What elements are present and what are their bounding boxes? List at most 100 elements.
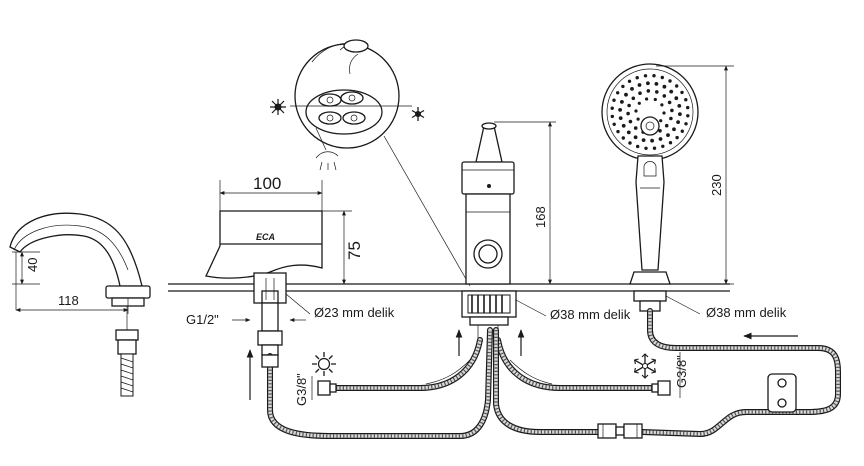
- shower-nozzle: [686, 114, 690, 118]
- shower-nozzle: [664, 123, 669, 128]
- shower-nozzle: [630, 87, 634, 91]
- shower-nozzle: [680, 129, 684, 133]
- shower-nozzle: [661, 144, 665, 148]
- countertop: [168, 283, 730, 292]
- shower-nozzles: [610, 74, 690, 150]
- shower-nozzle: [652, 146, 657, 150]
- hot-inlet: G3/8": [294, 352, 337, 406]
- shower-nozzle: [631, 96, 636, 101]
- cold-thread-label: G3/8": [674, 355, 689, 388]
- shower-hole-label: Ø38 mm delik: [706, 305, 787, 320]
- shower-nozzle: [662, 111, 666, 115]
- shower-nozzle: [670, 108, 674, 113]
- shower-nozzle: [626, 111, 630, 116]
- shower-nozzle: [635, 76, 639, 80]
- shower-nozzle: [633, 126, 638, 130]
- shower-nozzle: [626, 130, 631, 135]
- spout-thread-label: G1/2": [186, 312, 219, 327]
- shower-nozzle: [678, 112, 682, 116]
- shower-nozzle: [659, 119, 663, 123]
- hose-coupling: [597, 423, 643, 439]
- shower-nozzle: [654, 82, 659, 86]
- handle-detail-inset: [270, 39, 471, 287]
- braided-hose: [639, 308, 841, 437]
- braided-hose: [640, 309, 840, 436]
- shower-nozzle: [666, 133, 670, 138]
- body-width-dim: 100: [253, 174, 281, 193]
- shower-nozzle: [645, 97, 649, 101]
- shower-nozzle: [641, 138, 646, 143]
- spout-hole-label: Ø23 mm delik: [314, 305, 395, 320]
- braided-hose: [496, 339, 652, 390]
- spout-flexible-hose: [120, 353, 134, 397]
- brand-logo: ECA: [256, 232, 275, 242]
- shower-nozzle: [627, 79, 632, 84]
- shower-nozzle: [660, 75, 664, 80]
- shower-nozzle: [672, 127, 676, 132]
- shower-nozzle: [677, 104, 682, 108]
- shower-nozzle: [610, 114, 614, 119]
- cold-inlet: G3/8": [633, 352, 689, 398]
- shower-nozzle: [684, 122, 688, 126]
- shower-nozzle: [676, 120, 680, 124]
- shower-nozzle: [612, 98, 616, 102]
- shower-nozzle: [658, 137, 663, 141]
- shower-nozzle: [616, 91, 620, 95]
- braided-hose: [336, 339, 482, 390]
- shower-nozzle: [646, 81, 650, 86]
- snowflake-icon-inset: [411, 107, 425, 121]
- shower-nozzle: [616, 129, 620, 134]
- shower-nozzle: [621, 136, 625, 140]
- shower-nozzle: [660, 103, 664, 107]
- braided-hose: [494, 328, 600, 434]
- shower-nozzle: [655, 90, 659, 94]
- shower-nozzle: [662, 84, 667, 89]
- shower-nozzle: [662, 94, 667, 98]
- shower-nozzle: [628, 119, 633, 124]
- shower-nozzle: [684, 98, 688, 102]
- shower-nozzle: [667, 100, 672, 105]
- shower-nozzle: [646, 89, 651, 93]
- braided-hose: [268, 329, 492, 438]
- sun-icon-inset: [270, 99, 286, 115]
- braided-hose: [494, 330, 598, 434]
- shower-nozzle: [652, 74, 656, 78]
- braided-hose: [493, 327, 601, 435]
- shower-nozzle: [674, 96, 679, 101]
- shower-nozzle: [638, 91, 642, 95]
- supply-hoses: [267, 308, 841, 439]
- hand-shower: 230 Ø38 mm delik: [601, 63, 798, 340]
- shower-nozzle: [637, 101, 641, 105]
- shower-nozzle: [658, 129, 662, 133]
- spout-height-dim: 40: [25, 258, 40, 272]
- shower-nozzle: [621, 84, 625, 89]
- mixer-height-dim: 168: [533, 206, 548, 228]
- mixer-hole-label: Ø38 mm delik: [550, 307, 631, 322]
- spout-reach-dim: 118: [58, 293, 79, 308]
- shower-nozzle: [627, 103, 631, 108]
- shower-nozzle: [675, 84, 679, 88]
- shower-nozzle: [636, 117, 640, 121]
- shower-nozzle: [686, 105, 690, 110]
- body-height-dim: 75: [345, 241, 364, 260]
- shower-nozzle: [653, 97, 657, 102]
- snowflake-icon: [633, 353, 657, 379]
- shower-hose-swivel: [767, 373, 797, 413]
- shower-nozzle: [643, 74, 648, 78]
- mixer-body: 168 Ø38 mm delik: [425, 121, 631, 385]
- hot-thread-label: G3/8": [294, 373, 309, 406]
- shower-nozzle: [612, 122, 616, 127]
- shower-nozzle: [618, 116, 623, 120]
- shower-nozzle: [650, 138, 654, 143]
- shower-nozzle: [644, 146, 648, 150]
- shower-height-dim: 230: [709, 174, 724, 196]
- shower-nozzle: [624, 92, 628, 97]
- shower-nozzle: [637, 83, 642, 87]
- shower-nozzle: [633, 135, 638, 140]
- shower-nozzle: [620, 100, 624, 104]
- shower-nozzle: [636, 144, 640, 149]
- shower-nozzle: [618, 108, 622, 112]
- shower-nozzle: [669, 116, 673, 121]
